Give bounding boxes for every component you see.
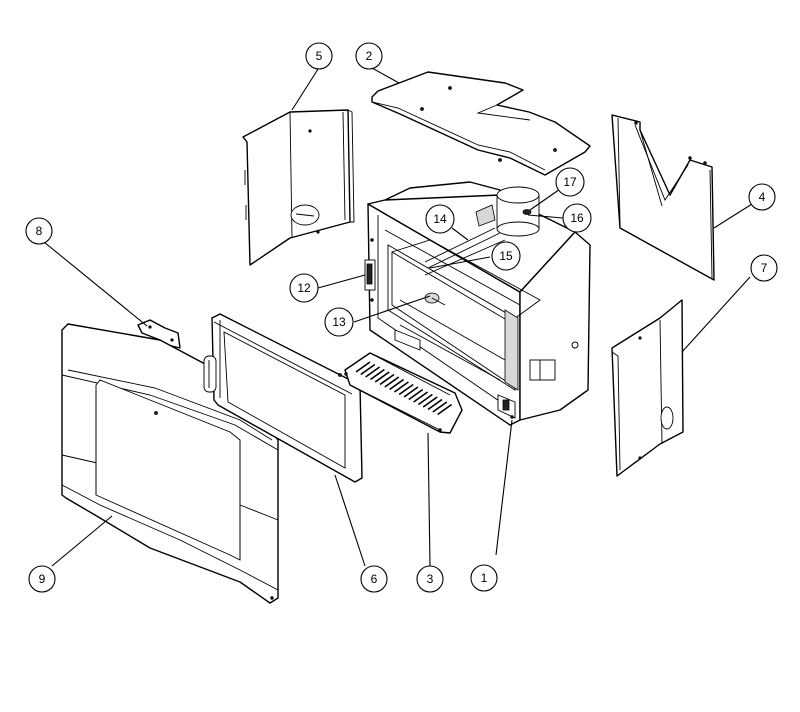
part-baffle-rods — [424, 227, 506, 276]
callout-16: 16 — [562, 203, 592, 233]
blower-fin — [413, 391, 429, 403]
blower-fin — [365, 366, 381, 378]
blower-fins — [355, 361, 453, 416]
part-small-bracket — [137, 319, 181, 349]
part-right-side-shield — [611, 114, 715, 281]
callout-3-label: 3 — [427, 572, 434, 586]
blower-fin — [360, 363, 376, 376]
blower-fin — [369, 368, 385, 381]
callout-15: 15 — [491, 241, 521, 271]
callout-12: 12 — [289, 273, 319, 303]
callout-1: 1 — [470, 564, 498, 592]
blower-fin — [432, 401, 448, 413]
part-top-plate — [371, 71, 591, 176]
callout-6: 6 — [360, 565, 388, 593]
callout-3: 3 — [416, 565, 444, 593]
callout-5-label: 5 — [316, 49, 323, 63]
callout-15-label: 15 — [499, 249, 513, 263]
blower-fin — [417, 393, 433, 406]
callout-16-label: 16 — [570, 211, 584, 225]
callout-1-label: 1 — [481, 571, 488, 585]
blower-fin — [384, 376, 400, 388]
callout-7-label: 7 — [761, 261, 768, 275]
callout-4: 4 — [748, 183, 776, 211]
part-left-side-shield — [242, 109, 355, 266]
part-control-knob — [424, 292, 446, 306]
callout-13-label: 13 — [332, 315, 346, 329]
callout-9: 9 — [28, 565, 56, 593]
blower-fin — [379, 373, 395, 386]
blower-fin — [355, 361, 371, 373]
part-blower — [344, 352, 463, 434]
callout-14: 14 — [425, 204, 455, 234]
blower-fin — [427, 398, 443, 411]
part-flue-collar — [475, 186, 540, 237]
callout-17-label: 17 — [563, 175, 577, 189]
callout-8-label: 8 — [36, 224, 43, 238]
part-door — [203, 313, 363, 483]
blower-fin — [398, 383, 414, 396]
callout-8: 8 — [25, 217, 53, 245]
callout-17: 17 — [555, 167, 585, 197]
blower-fin — [408, 388, 424, 401]
blower-fin — [403, 386, 419, 398]
blower-fin — [393, 381, 409, 393]
blower-fin — [437, 403, 453, 416]
callout-7: 7 — [750, 254, 778, 282]
blower-fin — [422, 396, 438, 408]
callout-14-label: 14 — [433, 212, 447, 226]
part-right-front-shield — [611, 299, 684, 477]
callout-6-label: 6 — [371, 572, 378, 586]
blower-fin — [374, 371, 390, 383]
callout-2: 2 — [355, 42, 383, 70]
callout-5: 5 — [305, 42, 333, 70]
callout-12-label: 12 — [297, 281, 311, 295]
callout-9-label: 9 — [39, 572, 46, 586]
callout-2-label: 2 — [366, 49, 373, 63]
callout-13: 13 — [324, 307, 354, 337]
callout-4-label: 4 — [759, 190, 766, 204]
part-side-bracket — [364, 259, 376, 291]
blower-fin — [389, 378, 405, 391]
leader-lines — [43, 65, 753, 567]
